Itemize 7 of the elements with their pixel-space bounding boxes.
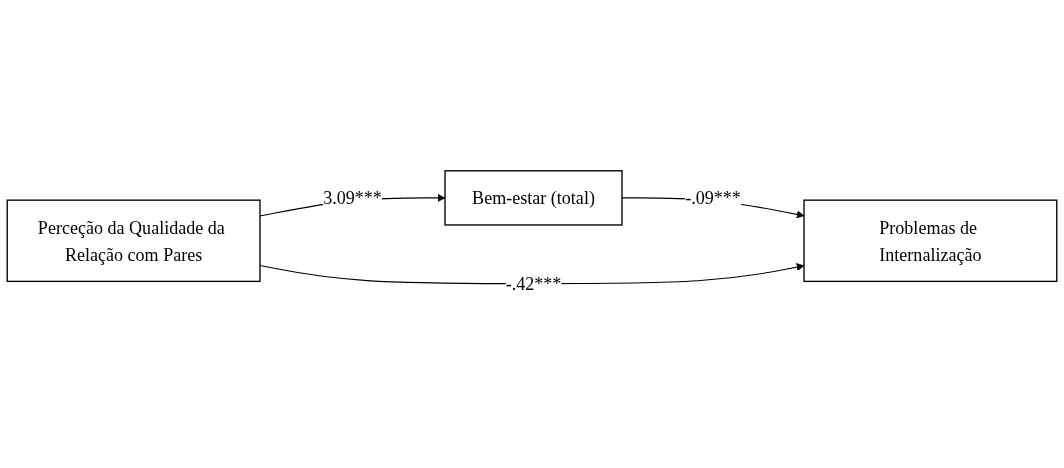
edge-label: -.09*** (685, 187, 741, 208)
edge-label: 3.09*** (323, 187, 382, 208)
node-box: Perceção da Qualidade da Relação com Pares (6, 199, 261, 283)
edge-label: -.42*** (505, 273, 562, 294)
arrow (259, 263, 805, 285)
node-box: Bem-estar (total) (444, 170, 623, 226)
node-box: Problemas de Internalização (803, 199, 1058, 283)
